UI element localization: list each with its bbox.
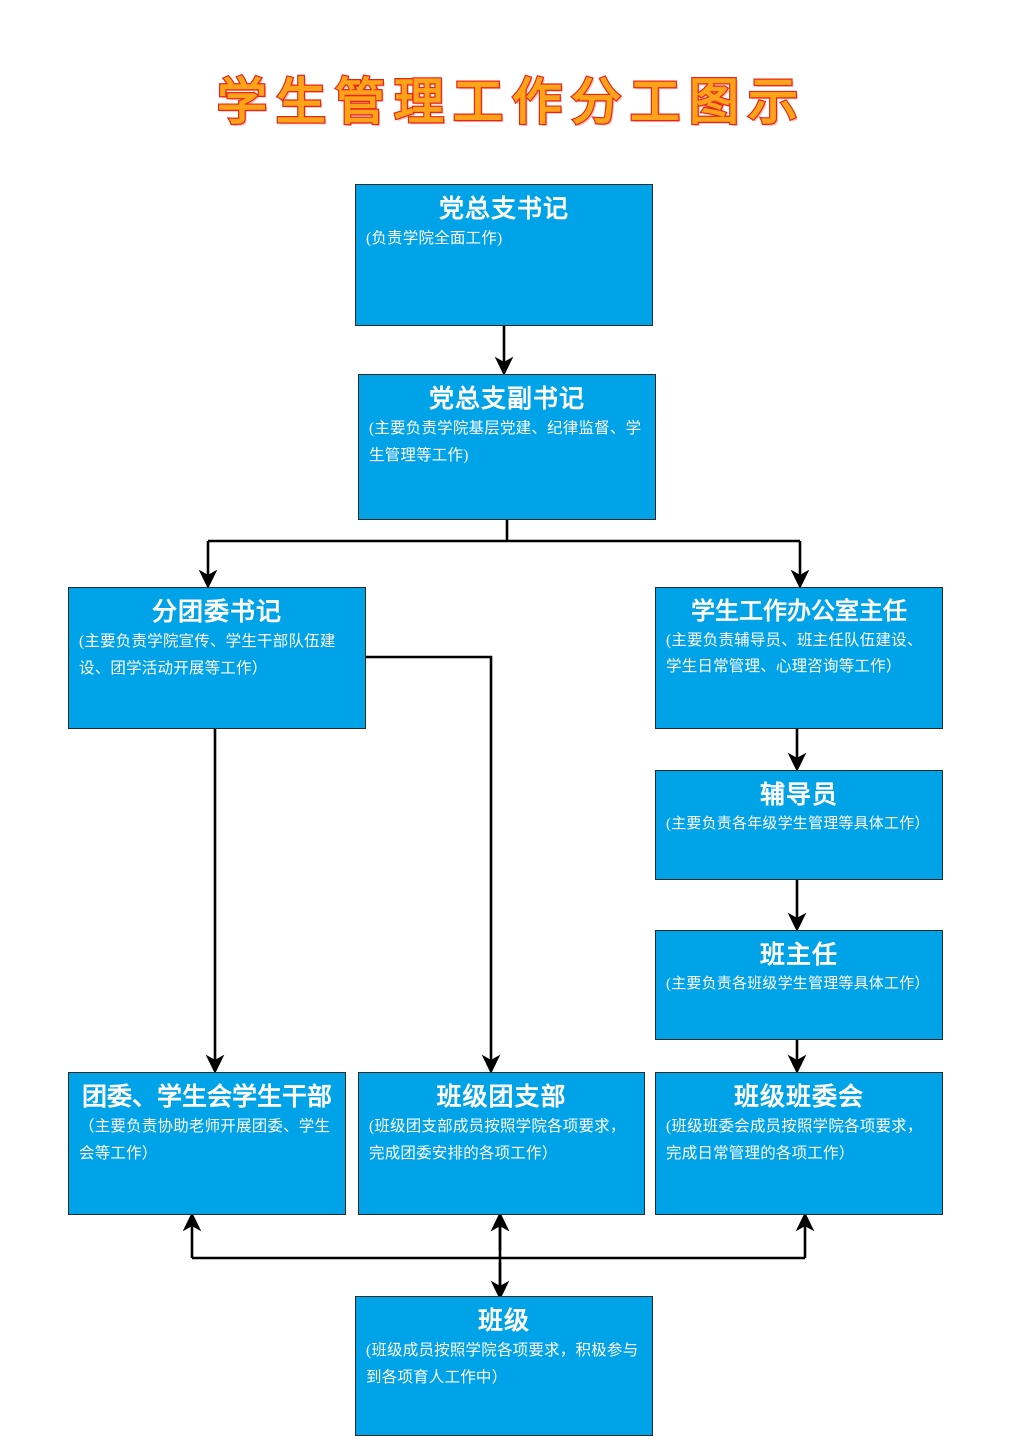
node-counselor[interactable]: 辅导员 (主要负责各年级学生管理等具体工作） <box>655 770 943 880</box>
node-deputy-party-secretary[interactable]: 党总支副书记 (主要负责学院基层党建、纪律监督、学生管理等工作) <box>358 374 656 520</box>
node-title: 分团委书记 <box>151 597 282 626</box>
node-youth-league-secretary[interactable]: 分团委书记 (主要负责学院宣传、学生干部队伍建设、团学活动开展等工作） <box>68 587 366 729</box>
node-description: (班级班委会成员按照学院各项要求，完成日常管理的各项工作） <box>666 1118 923 1162</box>
node-league-student-cadres[interactable]: 团委、学生会学生干部 （主要负责协助老师开展团委、学生会等工作） <box>68 1072 346 1215</box>
node-title: 党总支书记 <box>438 194 569 223</box>
node-description: (负责学院全面工作) <box>366 230 503 247</box>
node-class[interactable]: 班级 (班级成员按照学院各项要求，积极参与到各项育人工作中） <box>355 1296 653 1436</box>
node-description: (主要负责辅导员、班主任队伍建设、学生日常管理、心理咨询等工作） <box>666 631 923 676</box>
node-title: 班级班委会 <box>733 1082 864 1111</box>
node-class-teacher[interactable]: 班主任 (主要负责各班级学生管理等具体工作） <box>655 930 943 1040</box>
node-description: (主要负责学院基层党建、纪律监督、学生管理等工作) <box>369 420 642 464</box>
node-student-affairs-director[interactable]: 学生工作办公室主任 (主要负责辅导员、班主任队伍建设、学生日常管理、心理咨询等工… <box>655 587 943 729</box>
node-title: 学生工作办公室主任 <box>691 597 907 625</box>
node-description: (主要负责各班级学生管理等具体工作） <box>666 976 930 992</box>
node-title: 班级 <box>477 1306 530 1335</box>
page-title: 学生管理工作分工图示 <box>216 72 807 131</box>
node-description: (班级成员按照学院各项要求，积极参与到各项育人工作中） <box>366 1342 639 1386</box>
node-title: 班主任 <box>759 940 838 969</box>
node-title: 团委、学生会学生干部 <box>81 1082 332 1111</box>
node-title: 班级团支部 <box>436 1082 567 1111</box>
node-description: （主要负责协助老师开展团委、学生会等工作） <box>79 1118 331 1162</box>
node-description: (班级团支部成员按照学院各项要求，完成团委安排的各项工作） <box>369 1118 626 1162</box>
node-title: 辅导员 <box>759 780 838 809</box>
node-class-committee[interactable]: 班级班委会 (班级班委会成员按照学院各项要求，完成日常管理的各项工作） <box>655 1072 943 1215</box>
node-description: (主要负责学院宣传、学生干部队伍建设、团学活动开展等工作） <box>79 633 336 677</box>
node-title: 党总支副书记 <box>428 384 585 413</box>
connector-league-to-branch <box>366 655 501 1074</box>
node-party-secretary[interactable]: 党总支书记 (负责学院全面工作) <box>355 184 653 326</box>
node-class-league-branch[interactable]: 班级团支部 (班级团支部成员按照学院各项要求，完成团委安排的各项工作） <box>358 1072 645 1215</box>
node-description: (主要负责各年级学生管理等具体工作） <box>666 816 930 832</box>
